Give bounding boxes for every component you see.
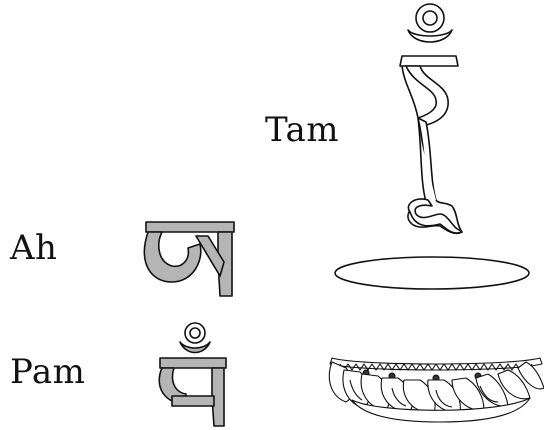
tam-syllable-icon	[400, 4, 462, 233]
lotus-icon	[329, 358, 544, 422]
ah-syllable-icon	[144, 222, 234, 296]
moon-disc-icon	[335, 257, 529, 289]
pam-syllable-icon	[159, 323, 226, 426]
